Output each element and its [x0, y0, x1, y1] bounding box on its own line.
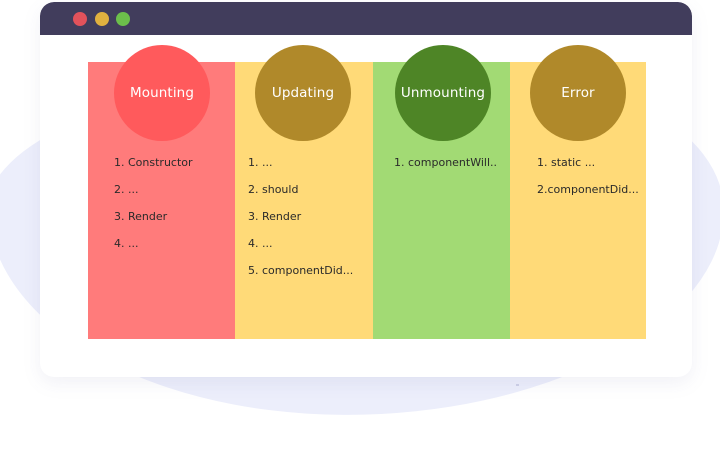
error-column: Error 1. static ... 2.componentDid... — [510, 45, 646, 339]
list-item: 3. Render — [114, 210, 168, 223]
updating-column: Updating 1. ... 2. should 3. Render 4. .… — [235, 45, 373, 339]
list-item: 1. static ... — [537, 156, 596, 169]
list-item: 5. componentDid... — [248, 264, 354, 277]
window-titlebar — [40, 2, 692, 35]
error-method-list: 1. static ... 2.componentDid... — [537, 156, 639, 210]
mounting-column: Mounting 1. Constructor 2. ... 3. Render… — [88, 45, 235, 339]
unmounting-title: Unmounting — [395, 45, 491, 141]
updating-method-list: 1. ... 2. should 3. Render 4. ... 5. com… — [248, 156, 353, 291]
maximize-dot-icon — [116, 12, 130, 26]
list-item: 1. ... — [248, 156, 273, 169]
list-item: 2. ... — [114, 183, 139, 196]
list-item: 1. Constructor — [114, 156, 193, 169]
browser-window: Mounting 1. Constructor 2. ... 3. Render… — [40, 2, 692, 377]
list-item: 4. ... — [114, 237, 139, 250]
unmounting-method-list: 1. componentWill.. — [394, 156, 497, 183]
list-item: 4. ... — [248, 237, 273, 250]
updating-title: Updating — [255, 45, 351, 141]
error-title: Error — [530, 45, 626, 141]
list-item: 2. should — [248, 183, 299, 196]
list-item: 1. componentWill.. — [394, 156, 498, 169]
minimize-dot-icon — [95, 12, 109, 26]
decorative-dash — [516, 384, 519, 386]
list-item: 2.componentDid... — [537, 183, 639, 196]
unmounting-column: Unmounting 1. componentWill.. — [373, 45, 510, 339]
mounting-title: Mounting — [114, 45, 210, 141]
mounting-method-list: 1. Constructor 2. ... 3. Render 4. ... — [114, 156, 193, 264]
list-item: 3. Render — [248, 210, 302, 223]
close-dot-icon — [73, 12, 87, 26]
